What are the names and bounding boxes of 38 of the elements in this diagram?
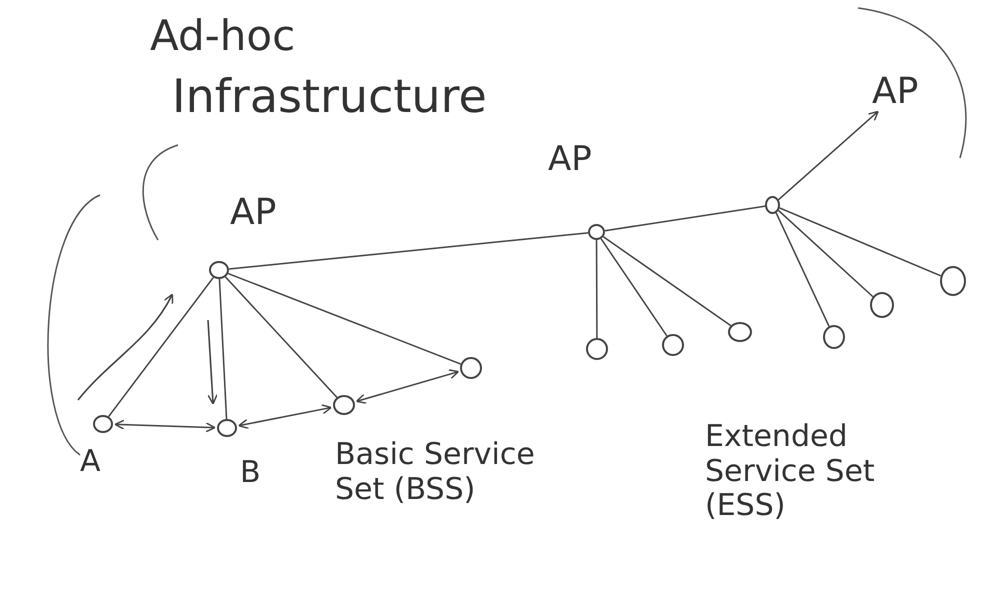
- node-label: AP: [872, 74, 918, 110]
- arrow: [778, 110, 879, 200]
- link-line: [224, 276, 338, 398]
- annotation-text: Basic Service Set (BSS): [335, 438, 536, 507]
- node-caption: B: [240, 458, 261, 488]
- station-circle: [460, 357, 482, 379]
- link-line: [108, 277, 214, 417]
- link-line: [604, 205, 766, 232]
- link-line: [596, 240, 598, 338]
- node-caption: A: [80, 447, 101, 477]
- annotation-text: Extended Service Set (ESS): [705, 420, 876, 524]
- arrow: [356, 369, 460, 404]
- annotation-text: Ad-hoc: [150, 12, 296, 60]
- link-line: [600, 238, 668, 336]
- station-circle: [333, 395, 355, 415]
- node-caption: AP: [230, 195, 276, 231]
- station-circle: [588, 224, 605, 240]
- station-circle: [217, 419, 237, 437]
- link-line: [775, 212, 830, 327]
- arrow: [238, 404, 332, 430]
- station-circle: [728, 322, 752, 342]
- station-circle: [940, 266, 966, 296]
- arrow: [114, 419, 216, 433]
- link-line: [228, 272, 462, 365]
- station-circle: [586, 338, 608, 360]
- station-circle: [870, 292, 894, 318]
- station-circle: [209, 261, 229, 279]
- station-circle: [765, 196, 780, 214]
- node-caption: AP: [548, 142, 592, 176]
- link-line: [228, 232, 588, 270]
- link-line: [602, 236, 732, 326]
- annotation-text: Infrastructure: [172, 70, 488, 123]
- station-circle: [93, 415, 113, 433]
- link-line: [779, 207, 942, 277]
- station-circle: [662, 334, 684, 356]
- station-circle: [823, 325, 845, 349]
- link-line: [218, 278, 228, 420]
- link-line: [778, 210, 874, 298]
